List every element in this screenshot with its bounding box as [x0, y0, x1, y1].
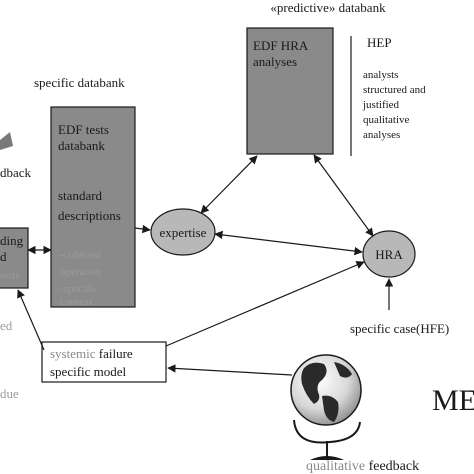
descriptions-line: descriptions	[58, 208, 121, 223]
specific-case-label: specific case(HFE)	[350, 321, 449, 336]
arrow-model-left-box	[17, 289, 45, 351]
left-box	[0, 227, 29, 289]
hep-line-4: qualitative	[363, 114, 410, 126]
edf-tests-line2: databank	[58, 138, 105, 153]
qualitative-feedback-label: qualitative feedback	[306, 459, 419, 474]
edf-tests-databank-box	[50, 106, 136, 308]
arrow-feedback-model	[167, 364, 293, 376]
predictive-databank-title: «predictive» databank	[270, 0, 386, 15]
arrow-expertise-hra	[214, 230, 363, 256]
edf-tests-line1: EDF tests	[58, 122, 109, 137]
context-line: context	[60, 296, 92, 308]
left-box-line2: d	[0, 249, 7, 264]
me-text: ME	[432, 384, 474, 417]
arrow-databank-expertise	[134, 224, 151, 234]
hep-line-2: structured and	[363, 84, 426, 96]
edf-hra-line2: analyses	[253, 54, 297, 69]
hep-title: HEP	[367, 35, 392, 50]
left-box-line1: ding	[0, 233, 24, 248]
hep-line-1: analysts	[363, 69, 398, 81]
standard-line: standard	[58, 188, 103, 203]
hep-line-5: analyses	[363, 129, 400, 141]
arrow-expertise-hra-analyses	[200, 155, 258, 214]
specific-databank-title: specific databank	[34, 75, 125, 90]
left-box-line3: tests	[0, 270, 20, 282]
globe-icon	[290, 354, 362, 460]
operation-line: operation	[60, 266, 102, 278]
left-ed-text: ed	[0, 318, 13, 333]
edf-hra-analyses-box	[246, 27, 334, 155]
expertise-label: expertise	[160, 225, 207, 240]
specific-line: -specific	[60, 283, 98, 295]
feedback-icon-fragment	[0, 132, 13, 150]
left-feedback-text: dback	[0, 165, 32, 180]
hra-label: HRA	[375, 247, 403, 262]
hep-line-3: justified	[362, 99, 400, 111]
hra-node	[362, 230, 416, 278]
systemic-model-line1: systemic failure	[50, 346, 133, 361]
systemic-model-line2: specific model	[50, 364, 127, 379]
edf-hra-line1: EDF HRA	[253, 38, 309, 53]
systemic-model-box	[41, 341, 167, 383]
arrow-model-hra	[165, 261, 365, 347]
arrow-hra-analyses-hra	[313, 154, 374, 237]
left-due-text: due	[0, 386, 19, 401]
coherent-line: -cohérent	[60, 249, 102, 261]
